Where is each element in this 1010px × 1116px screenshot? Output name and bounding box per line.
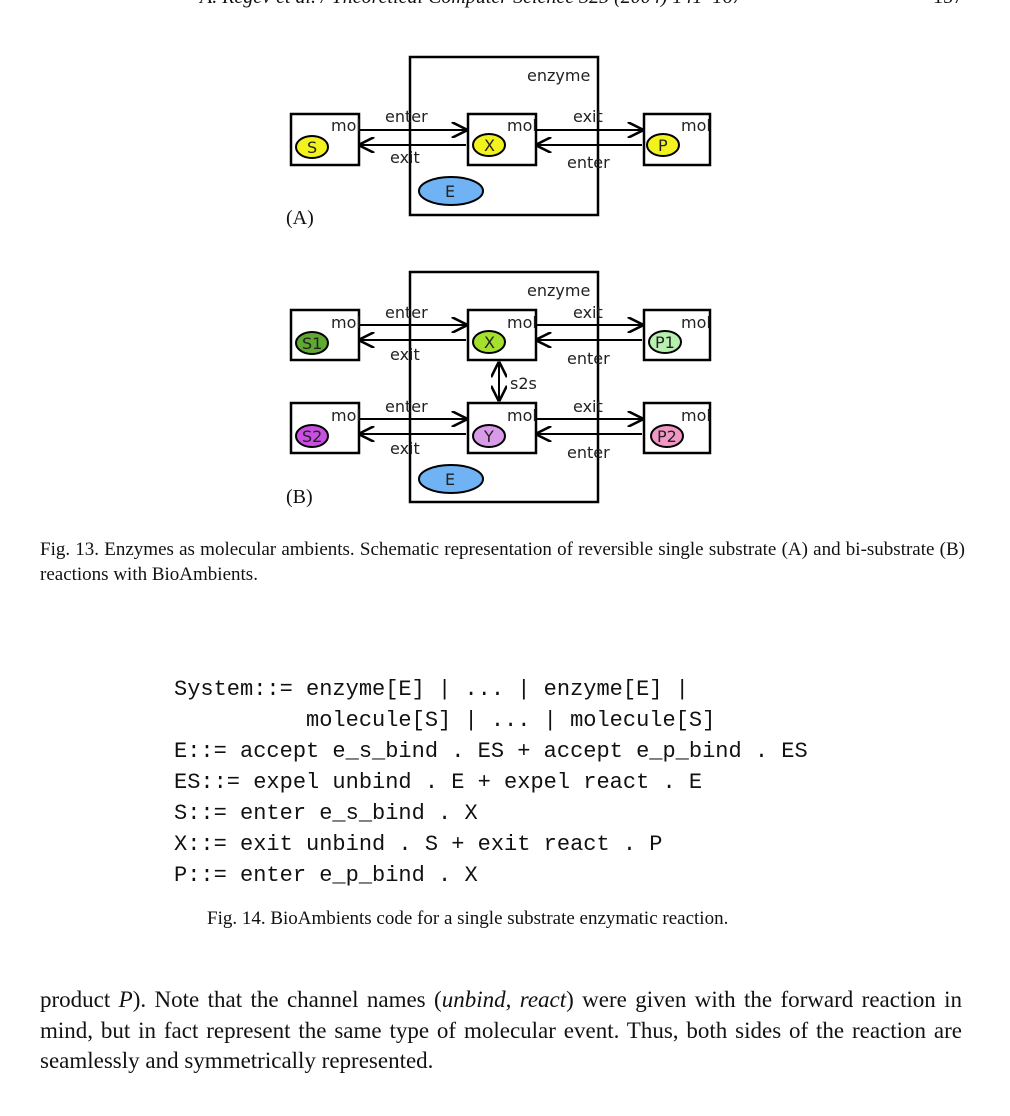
code-line: S::= enter e_s_bind . X <box>174 801 478 826</box>
mol-label: mol <box>681 313 711 332</box>
paragraph-text: ). Note that the channel names ( <box>132 987 442 1012</box>
code-line: P::= enter e_p_bind . X <box>174 863 478 888</box>
page-number: 157 <box>933 0 963 9</box>
molecule-y-label: Y <box>483 427 494 446</box>
enter-label: enter <box>567 443 610 462</box>
molecule-x-label: X <box>484 136 495 155</box>
enzyme-e <box>418 176 484 206</box>
enzyme-e <box>418 464 484 494</box>
mol-box-p2 <box>642 401 712 455</box>
body-paragraph: product P). Note that the channel names … <box>40 985 962 1077</box>
mol-label: mol <box>331 313 361 332</box>
enter-label: enter <box>385 303 428 322</box>
running-header: A. Regev et al. / Theoretical Computer S… <box>0 0 1010 16</box>
mol-label: mol <box>331 406 361 425</box>
mol-box-p1 <box>642 308 712 362</box>
channel-name: unbind <box>441 987 506 1012</box>
molecule-s <box>295 135 329 159</box>
mol-label: mol <box>507 313 537 332</box>
figure-13a: enzyme mol S mol X mol P enter exit exit… <box>289 55 712 217</box>
mol-label: mol <box>507 116 537 135</box>
mol-label: mol <box>331 116 361 135</box>
exit-label: exit <box>390 148 420 167</box>
exit-label: exit <box>390 439 420 458</box>
enzyme-e-label: E <box>445 182 455 201</box>
enter-label: enter <box>567 153 610 172</box>
paragraph-text: ) were given with the forward reaction i… <box>40 987 963 1073</box>
paragraph-text: product <box>40 987 119 1012</box>
mol-label: mol <box>681 116 711 135</box>
code-block: System::= enzyme[E] | ... | enzyme[E] | … <box>174 674 808 891</box>
exit-label: exit <box>573 397 603 416</box>
enzyme-label: enzyme <box>527 281 590 300</box>
molecule-x <box>472 330 506 354</box>
enter-label: enter <box>385 107 428 126</box>
panel-a-label: (A) <box>286 207 314 229</box>
enter-label: enter <box>567 349 610 368</box>
s2s-label: s2s <box>510 374 537 393</box>
enzyme-ambient <box>408 270 600 504</box>
molecule-p1-label: P1 <box>655 333 675 352</box>
molecule-y <box>472 424 506 448</box>
panel-b-label: (B) <box>286 486 313 508</box>
molecule-p2 <box>650 424 684 448</box>
exit-label: exit <box>573 303 603 322</box>
molecule-s1-label: S1 <box>302 334 322 353</box>
mol-label: mol <box>507 406 537 425</box>
code-line: X::= exit unbind . S + exit react . P <box>174 832 663 857</box>
figure-13-caption: Fig. 13. Enzymes as molecular ambients. … <box>40 539 965 585</box>
molecule-s-label: S <box>307 138 317 157</box>
paragraph-text: , <box>505 987 520 1012</box>
molecule-x-label: X <box>484 333 495 352</box>
molecule-s2-label: S2 <box>302 427 322 446</box>
enzyme-ambient <box>408 55 600 217</box>
enter-label: enter <box>385 397 428 416</box>
enzyme-label: enzyme <box>527 66 590 85</box>
code-line: molecule[S] | ... | molecule[S] <box>174 708 716 733</box>
mol-label: mol <box>681 406 711 425</box>
molecule-s1 <box>295 331 329 355</box>
code-line: ES::= expel unbind . E + expel react . E <box>174 770 703 795</box>
running-head: A. Regev et al. / Theoretical Computer S… <box>200 0 742 9</box>
mol-box-p <box>642 112 712 167</box>
exit-label: exit <box>390 345 420 364</box>
molecule-p2-label: P2 <box>657 427 677 446</box>
molecule-x <box>472 133 506 157</box>
enzyme-e-label: E <box>445 470 455 489</box>
code-line: System::= enzyme[E] | ... | enzyme[E] | <box>174 677 689 702</box>
exit-label: exit <box>573 107 603 126</box>
molecule-s2 <box>295 424 329 448</box>
figure-13b: enzyme mol S1 mol X mol P1 enter exit ex… <box>289 270 712 504</box>
channel-name: react <box>519 987 567 1012</box>
molecule-p <box>646 133 680 157</box>
product-symbol: P <box>118 987 133 1012</box>
figure-14-caption: Fig. 14. BioAmbients code for a single s… <box>207 908 729 929</box>
code-line: E::= accept e_s_bind . ES + accept e_p_b… <box>174 739 808 764</box>
molecule-p-label: P <box>658 136 668 155</box>
molecule-p1 <box>648 330 682 354</box>
